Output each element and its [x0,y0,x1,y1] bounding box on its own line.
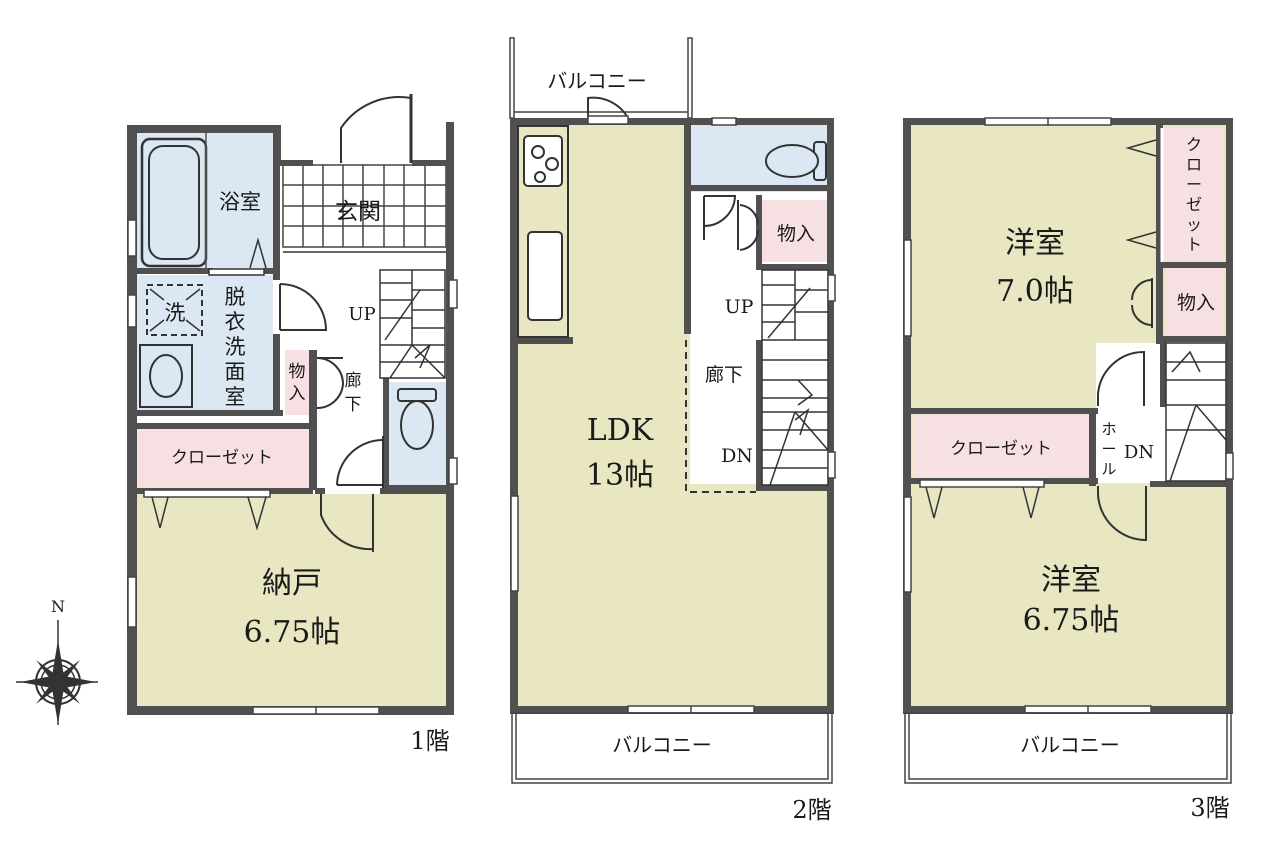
label-washroom-2: 衣 [225,310,246,334]
label-storage-3f: 物入 [1177,292,1215,314]
closet-v-1: ク [1186,135,1202,154]
label-hall-3f-3: ル [1101,460,1116,478]
closet-v-4: ゼ [1186,195,1202,214]
closet-v-2: ロ [1186,155,1202,174]
label-dn-3f: DN [1124,442,1154,463]
closet-v-5: ッ [1186,215,1202,234]
label-bath: 浴室 [219,190,261,214]
closet-3f-area [913,414,1089,479]
windows-1f [127,219,458,715]
balcony-3f [904,712,1232,784]
label-hall-3f-2: ー [1101,440,1116,458]
doors-1f [279,94,413,552]
label-room-b: 洋室 [1041,563,1101,598]
compass-north-label: N [51,597,65,616]
label-room-b-size: 6.75帖 [1023,603,1120,638]
label-storage-1f-b: 入 [289,384,306,404]
kitchen-counter [517,125,569,338]
label-washroom-4: 面 [225,360,246,384]
floor-1: 浴室 玄関 洗 脱 衣 洗 面 室 物 入 廊 下 UP クローゼット 納戸 6… [127,94,458,755]
storage-2f-area [762,200,828,262]
floor-2-label: 2階 [792,796,831,824]
closet-3f-vertical-area [1162,128,1224,262]
label-storage-2f: 物入 [777,223,815,245]
doors-2f [587,96,760,251]
label-storage-1f-a: 物 [289,362,306,382]
label-hall-2f: 廊下 [705,364,743,386]
stairs-3f [1165,342,1227,482]
label-washroom-3: 洗 [225,335,246,359]
label-ldk-size: 13帖 [586,458,654,493]
label-nando: 納戸 [262,566,322,601]
bathtub-icon [140,137,208,268]
label-hall-3f-1: ホ [1101,420,1116,438]
label-room-a-size: 7.0帖 [996,274,1074,309]
label-room-a: 洋室 [1005,226,1065,261]
label-hall-1f-b: 下 [345,395,362,415]
closet-1f-area [137,427,309,489]
stairs-2f [761,269,829,486]
windows-2f [510,117,836,714]
label-balcony-3f: バルコニー [1020,733,1120,757]
label-closet-1f: クローゼット [171,448,273,468]
label-washroom: 脱 衣 洗 面 室 [225,285,246,409]
label-washroom-1: 脱 [225,285,246,309]
label-ldk: LDK [587,413,654,448]
toilet-2f-icon [765,141,827,181]
toilet-1f-icon [397,388,437,450]
floor-1-label: 1階 [410,727,449,755]
label-washroom-5: 室 [225,385,246,409]
windows-3f [903,117,1234,714]
balcony-2f-bottom [511,712,833,784]
label-balcony-2f-bottom: バルコニー [612,733,712,757]
floor-2: バルコニー [509,37,836,824]
floor-3-label: 3階 [1190,794,1229,822]
label-up-2f: UP [725,296,754,318]
kitchen-sink-icon [527,231,563,321]
label-balcony-2f-top: バルコニー [547,69,647,93]
floor-3: バルコニー 洋室 7.0帖 ク ロ ー ゼ ッ ト 物入 クローゼット ホ ー … [903,117,1234,822]
washer-icon [146,284,203,336]
label-nando-size: 6.75帖 [244,615,341,650]
label-closet-3f-vertical: ク ロ ー ゼ ッ ト [1186,135,1202,254]
storage-3f-area [1166,268,1224,336]
label-up-1f: UP [348,304,375,325]
closet-v-3: ー [1186,175,1202,194]
label-entrance: 玄関 [335,199,381,225]
label-dn-2f: DN [721,445,753,467]
label-closet-3f: クローゼット [950,439,1052,459]
stairs-1f [379,269,446,379]
closet-v-6: ト [1186,235,1202,254]
compass-icon: N [16,597,98,725]
nando-area [137,494,448,706]
label-hall-1f-a: 廊 [345,371,362,391]
label-washer: 洗 [165,301,186,325]
